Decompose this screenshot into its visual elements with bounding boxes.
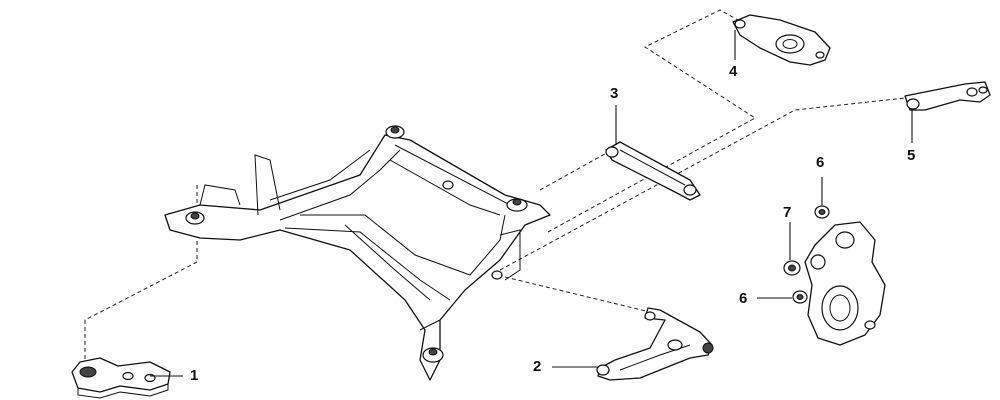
part-4-upper-bracket (732, 14, 831, 66)
callout-6-lower: 6 (739, 290, 748, 307)
part-3-lateral-link (605, 141, 701, 201)
bushings (783, 205, 830, 304)
part-5-trailing-link (904, 81, 991, 111)
callout-5: 5 (907, 147, 916, 164)
callout-1: 1 (190, 367, 199, 384)
callout-3: 3 (610, 85, 619, 102)
callout-2: 2 (533, 358, 542, 375)
part-2-lower-arm (596, 307, 714, 381)
part-1-mount-bracket (71, 357, 171, 399)
subframe-crossmember (164, 125, 551, 381)
callout-leaders (150, 30, 913, 377)
callout-7: 7 (783, 204, 792, 221)
callout-6-upper: 6 (816, 154, 825, 171)
rear-knuckle (804, 221, 886, 346)
callout-4: 4 (729, 63, 738, 80)
